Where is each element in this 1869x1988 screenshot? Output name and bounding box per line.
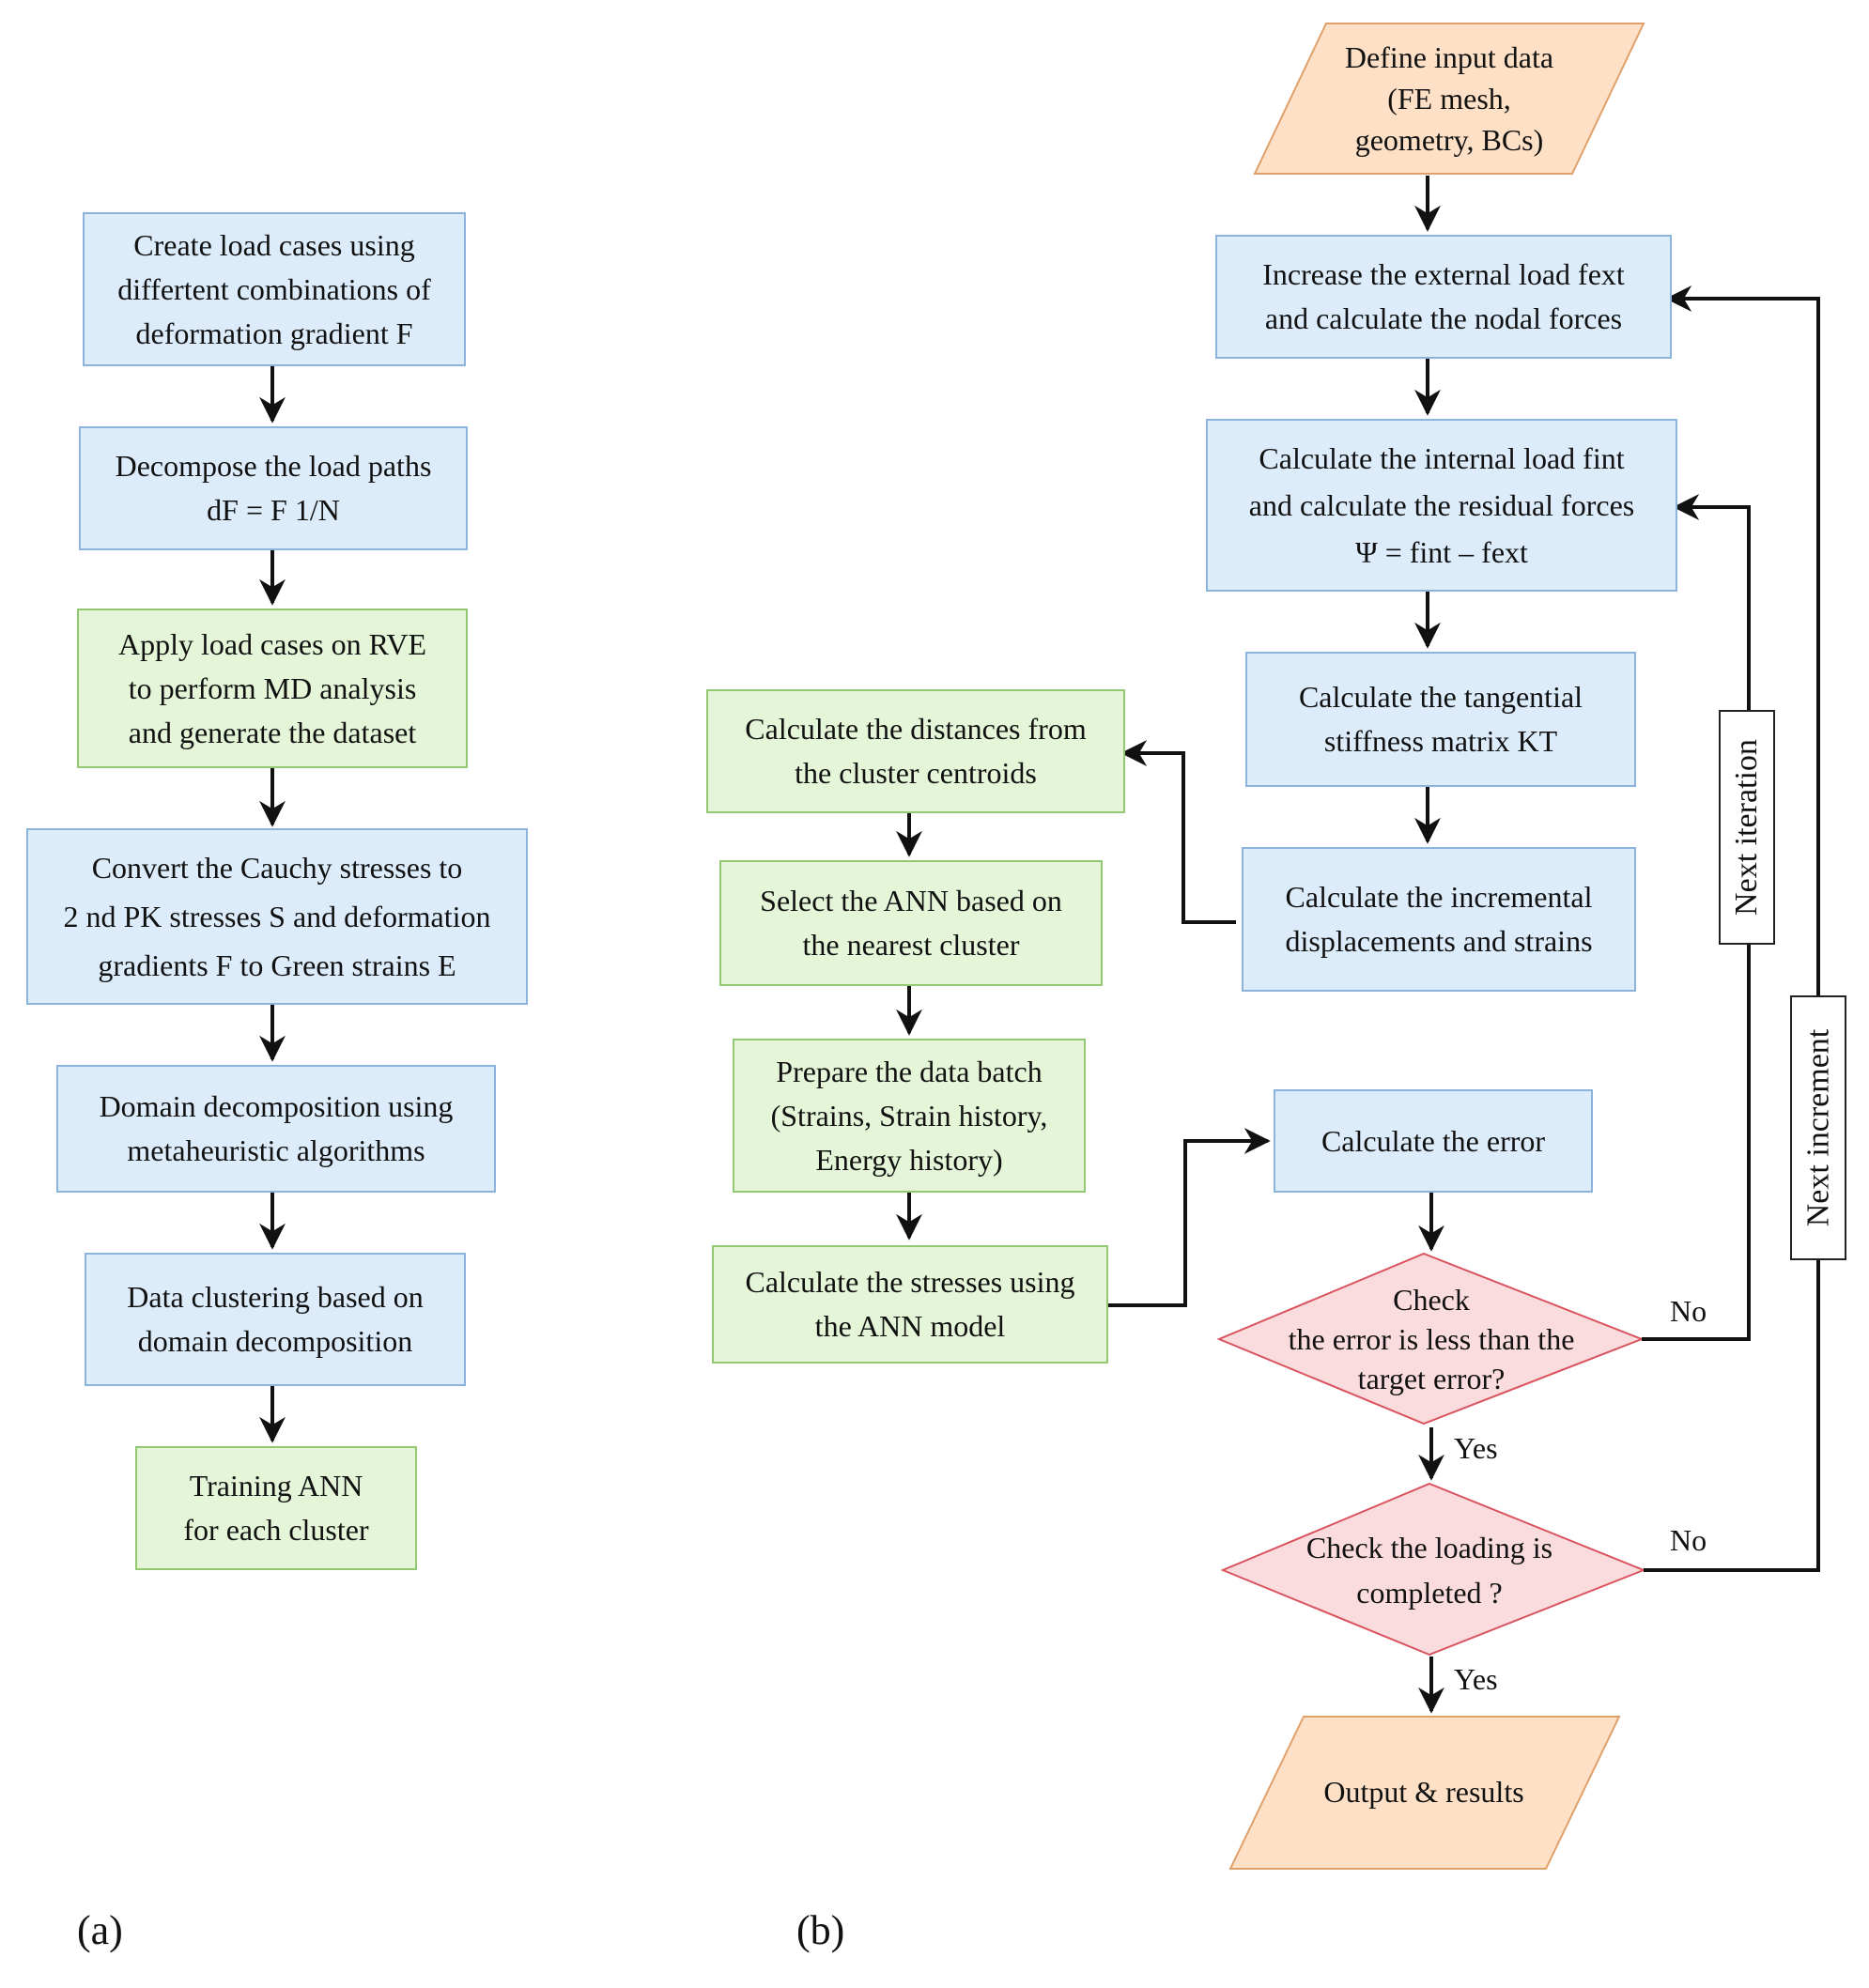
training-ann-box: Training ANN for each cluster xyxy=(135,1446,417,1570)
define-input-shape xyxy=(1253,23,1645,175)
decompose-load-paths-line-1: Decompose the load paths xyxy=(115,449,432,483)
arrow-to-distances xyxy=(1120,740,1236,924)
decompose-load-paths-box: Decompose the load paths dF = F 1/N xyxy=(79,426,468,550)
training-ann-line-1: Training ANN xyxy=(189,1469,363,1503)
increase-external-load-box: Increase the external load fext and calc… xyxy=(1215,235,1672,359)
check-error-text: Check the error is less than the target … xyxy=(1247,1275,1615,1403)
apply-load-cases-line-2: to perform MD analysis xyxy=(128,670,417,705)
select-ann-box: Select the ANN based on the nearest clus… xyxy=(719,860,1103,986)
yes-label-error: Yes xyxy=(1454,1431,1498,1465)
output-text: Output & results xyxy=(1264,1747,1583,1837)
increase-external-load-line-1: Increase the external load fext xyxy=(1262,257,1625,291)
tangential-stiffness-box: Calculate the tangential stiffness matri… xyxy=(1245,652,1636,787)
select-ann-line-2: the nearest cluster xyxy=(802,928,1020,962)
yes-label-loading: Yes xyxy=(1454,1662,1498,1696)
prepare-batch-line-3: Energy history) xyxy=(815,1142,1003,1177)
convert-stresses-box: Convert the Cauchy stresses to 2 nd PK s… xyxy=(26,828,528,1005)
next-increment-label: Next increment xyxy=(1790,995,1846,1260)
check-loading-line-1: Check the loading is xyxy=(1305,1531,1553,1564)
data-clustering-line-2: domain decomposition xyxy=(137,1324,413,1358)
prepare-batch-line-1: Prepare the data batch xyxy=(776,1054,1043,1088)
arrow-next-increment xyxy=(1644,285,1820,1572)
training-ann-line-2: for each cluster xyxy=(183,1513,369,1547)
calculate-internal-load-line-1: Calculate the internal load fint xyxy=(1259,441,1625,475)
check-loading-line-2: completed ? xyxy=(1356,1576,1503,1610)
create-load-cases-line-3: deformation gradient F xyxy=(135,316,413,350)
check-error-line-2: the error is less than the xyxy=(1288,1322,1575,1356)
prepare-batch-line-2: (Strains, Strain history, xyxy=(770,1098,1048,1133)
distances-centroids-line-2: the cluster centroids xyxy=(795,756,1037,790)
calculate-stresses-line-1: Calculate the stresses using xyxy=(745,1265,1075,1299)
decompose-load-paths-line-2: dF = F 1/N xyxy=(207,493,340,527)
tangential-stiffness-line-2: stiffness matrix KT xyxy=(1323,724,1558,758)
distances-centroids-line-1: Calculate the distances from xyxy=(745,712,1087,746)
convert-stresses-line-3: gradients F to Green strains E xyxy=(98,948,456,982)
increase-external-load-line-2: and calculate the nodal forces xyxy=(1264,301,1623,335)
incremental-displacements-line-1: Calculate the incremental xyxy=(1285,880,1593,914)
panel-b-arrows xyxy=(896,176,1820,1714)
apply-load-cases-line-3: and generate the dataset xyxy=(128,715,417,749)
check-loading-text: Check the loading is completed ? xyxy=(1260,1514,1599,1626)
check-error-line-3: target error? xyxy=(1357,1362,1506,1395)
calculate-internal-load-line-2: and calculate the residual forces xyxy=(1248,488,1635,522)
define-input-line-3: geometry, BCs) xyxy=(1354,123,1544,157)
create-load-cases-line-1: Create load cases using xyxy=(133,227,415,262)
next-iteration-label: Next iteration xyxy=(1719,710,1775,945)
calculate-internal-load-box: Calculate the internal load fint and cal… xyxy=(1206,419,1677,592)
next-iteration-text: Next iteration xyxy=(1729,739,1765,916)
domain-decomposition-box: Domain decomposition using metaheuristic… xyxy=(56,1065,496,1193)
incremental-displacements-box: Calculate the incremental displacements … xyxy=(1242,847,1636,992)
create-load-cases-box: Create load cases using differtent combi… xyxy=(83,212,466,366)
select-ann-line-1: Select the ANN based on xyxy=(760,884,1062,917)
next-increment-text: Next increment xyxy=(1800,1028,1835,1227)
define-input-text: Define input data (FE mesh, geometry, BC… xyxy=(1296,23,1602,174)
data-clustering-line-1: Data clustering based on xyxy=(127,1280,424,1314)
convert-stresses-line-1: Convert the Cauchy stresses to xyxy=(91,851,463,885)
output-shape xyxy=(1228,1716,1621,1870)
define-input-line-1: Define input data xyxy=(1344,40,1554,74)
convert-stresses-line-2: 2 nd PK stresses S and deformation xyxy=(63,900,491,933)
panel-b-label: (b) xyxy=(796,1907,845,1953)
output-line-1: Output & results xyxy=(1323,1775,1524,1809)
check-loading-shape xyxy=(1220,1482,1646,1657)
distances-centroids-box: Calculate the distances from the cluster… xyxy=(706,689,1125,813)
calculate-error-line-1: Calculate the error xyxy=(1321,1123,1546,1158)
arrow-to-error xyxy=(1106,1128,1271,1307)
calculate-error-box: Calculate the error xyxy=(1274,1089,1593,1193)
panel-a-label: (a) xyxy=(77,1907,123,1953)
tangential-stiffness-line-1: Calculate the tangential xyxy=(1298,680,1583,714)
incremental-displacements-line-2: displacements and strains xyxy=(1285,924,1593,958)
calculate-stresses-box: Calculate the stresses using the ANN mod… xyxy=(712,1245,1108,1364)
domain-decomposition-line-1: Domain decomposition using xyxy=(99,1089,454,1123)
calculate-internal-load-line-3: Ψ = fint – fext xyxy=(1355,535,1528,569)
create-load-cases-line-2: differtent combinations of xyxy=(117,271,431,306)
no-label-error: No xyxy=(1670,1294,1707,1328)
check-error-line-1: Check xyxy=(1393,1283,1470,1317)
check-error-shape xyxy=(1216,1252,1645,1426)
no-label-loading: No xyxy=(1670,1523,1707,1557)
define-input-line-2: (FE mesh, xyxy=(1387,82,1511,116)
data-clustering-box: Data clustering based on domain decompos… xyxy=(85,1253,466,1386)
domain-decomposition-line-2: metaheuristic algorithms xyxy=(127,1133,425,1167)
apply-load-cases-line-1: Apply load cases on RVE xyxy=(117,626,427,661)
prepare-batch-box: Prepare the data batch (Strains, Strain … xyxy=(733,1039,1086,1193)
apply-load-cases-box: Apply load cases on RVE to perform MD an… xyxy=(77,609,468,768)
calculate-stresses-line-2: the ANN model xyxy=(814,1309,1006,1343)
